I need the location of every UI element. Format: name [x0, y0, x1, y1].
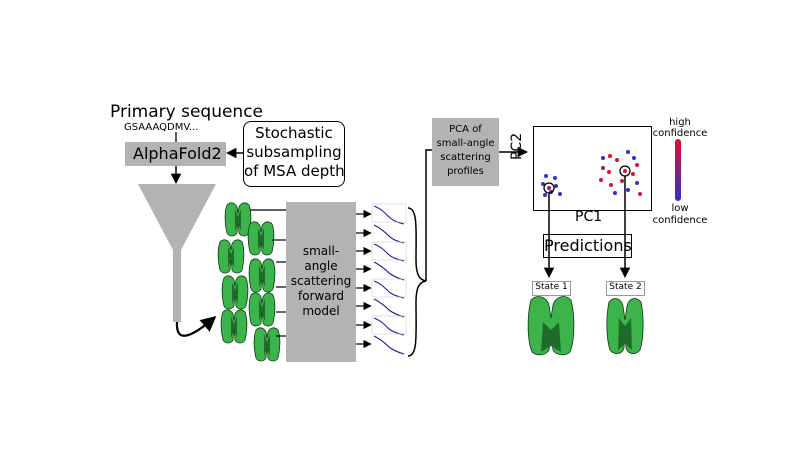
forward-model-line-2: angle	[304, 259, 338, 273]
state-1-structure	[527, 296, 575, 356]
forward-model-box: small- angle scattering forward model	[286, 202, 356, 362]
primary-sequence-label: Primary sequence	[110, 102, 264, 122]
forward-model-line-3: scattering	[290, 274, 352, 288]
plddt-funnel	[138, 184, 216, 322]
confidence-colorbar	[675, 139, 681, 201]
msa-line-1: Stochastic	[255, 124, 333, 142]
predictions-box: Predictions	[543, 234, 632, 258]
colorbar-high-line-2: confidence	[652, 128, 708, 139]
forward-model-line-1: small-	[302, 244, 340, 258]
msa-line-2: subsampling	[246, 143, 342, 161]
forward-model-line-5: model	[302, 304, 340, 318]
alphafold-label: AlphaFold2	[133, 144, 222, 163]
msa-line-3: of MSA depth	[244, 162, 345, 180]
pca-line-1: PCA of	[449, 124, 482, 135]
colorbar-low-line-2: confidence	[652, 215, 708, 226]
state-2-label: State 2	[609, 282, 642, 292]
state-1-box: State 1	[532, 281, 571, 296]
state-2-box: State 2	[606, 281, 645, 296]
pca-plot-frame	[533, 126, 652, 211]
alphafold-box: AlphaFold2	[125, 142, 226, 166]
pca-line-2: small-angle	[436, 138, 495, 149]
pca-box: PCA of small-angle scattering profiles	[432, 118, 499, 186]
state-2-structure	[606, 298, 644, 354]
pca-line-3: scattering	[440, 152, 491, 163]
colorbar-high-line-1: high	[669, 117, 691, 128]
sequence-text: GSAAAQDMV...	[124, 122, 199, 133]
pca-xlabel: PC1	[575, 209, 603, 225]
colorbar-low-line-1: low	[671, 203, 689, 214]
state-1-label: State 1	[535, 282, 568, 292]
pca-line-4: profiles	[447, 166, 484, 177]
forward-model-line-4: forward	[297, 289, 344, 303]
msa-subsampling-box: Stochastic subsampling of MSA depth	[243, 121, 345, 187]
predictions-label: Predictions	[544, 236, 632, 255]
